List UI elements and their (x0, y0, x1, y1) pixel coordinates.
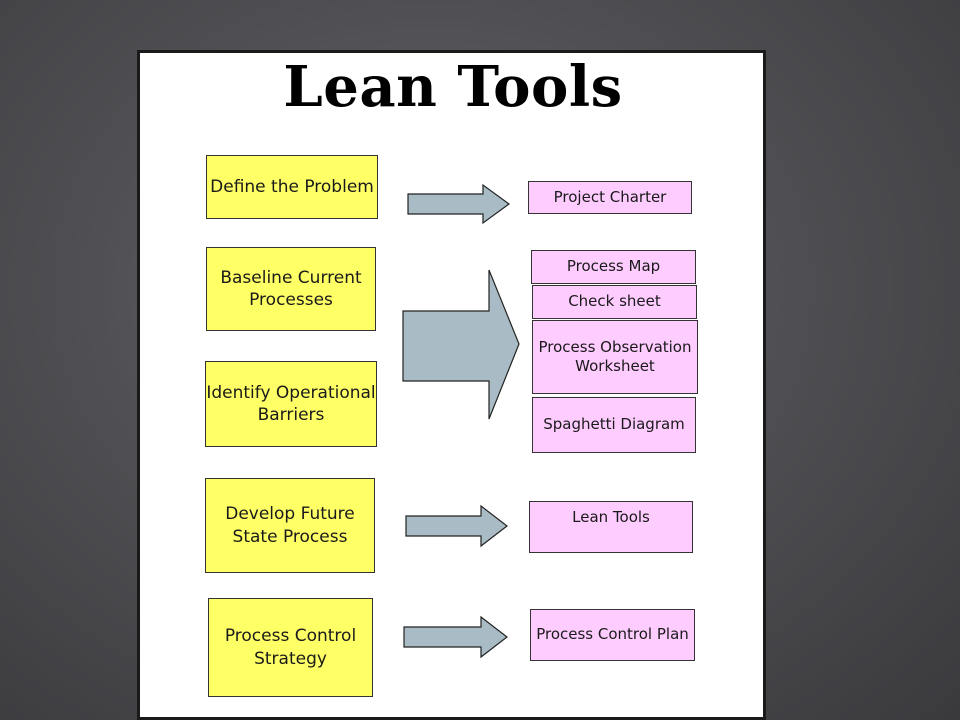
tool-observation-worksheet: Process Observation Worksheet (532, 320, 698, 394)
tool-label: Lean Tools (572, 508, 650, 526)
step-label: Define the Problem (210, 176, 374, 197)
tool-spaghetti-diagram: Spaghetti Diagram (532, 397, 696, 453)
step-future-state: Develop Future State Process (205, 478, 375, 573)
step-control-strategy: Process Control Strategy (208, 598, 373, 697)
tool-label: Spaghetti Diagram (543, 415, 685, 434)
tool-project-charter: Project Charter (528, 181, 692, 214)
step-label: Process Control Strategy (224, 626, 357, 669)
step-define-problem: Define the Problem (206, 155, 378, 219)
tool-label: Process Observation Worksheet (538, 337, 692, 376)
tool-lean-tools: Lean Tools (529, 501, 693, 553)
step-label: Baseline Current Processes (220, 267, 362, 310)
arrow-right-1 (407, 183, 511, 225)
tool-label: Process Map (566, 257, 661, 276)
tool-process-map: Process Map (531, 250, 696, 284)
tool-check-sheet: Check sheet (532, 285, 697, 319)
arrow-right-3 (403, 615, 508, 659)
arrow-right-large (402, 269, 520, 420)
tool-label: Check sheet (568, 292, 661, 311)
tool-process-control-plan: Process Control Plan (530, 609, 695, 661)
tool-label: Project Charter (553, 187, 667, 206)
step-label: Develop Future State Process (225, 504, 355, 547)
slide-title: Lean Tools (283, 54, 623, 120)
arrow-right-2 (405, 504, 508, 548)
step-label: Identify Operational Barriers (206, 382, 376, 425)
step-identify-barriers: Identify Operational Barriers (205, 361, 377, 447)
tool-label: Process Control Plan (536, 625, 689, 644)
step-baseline-processes: Baseline Current Processes (206, 247, 376, 331)
